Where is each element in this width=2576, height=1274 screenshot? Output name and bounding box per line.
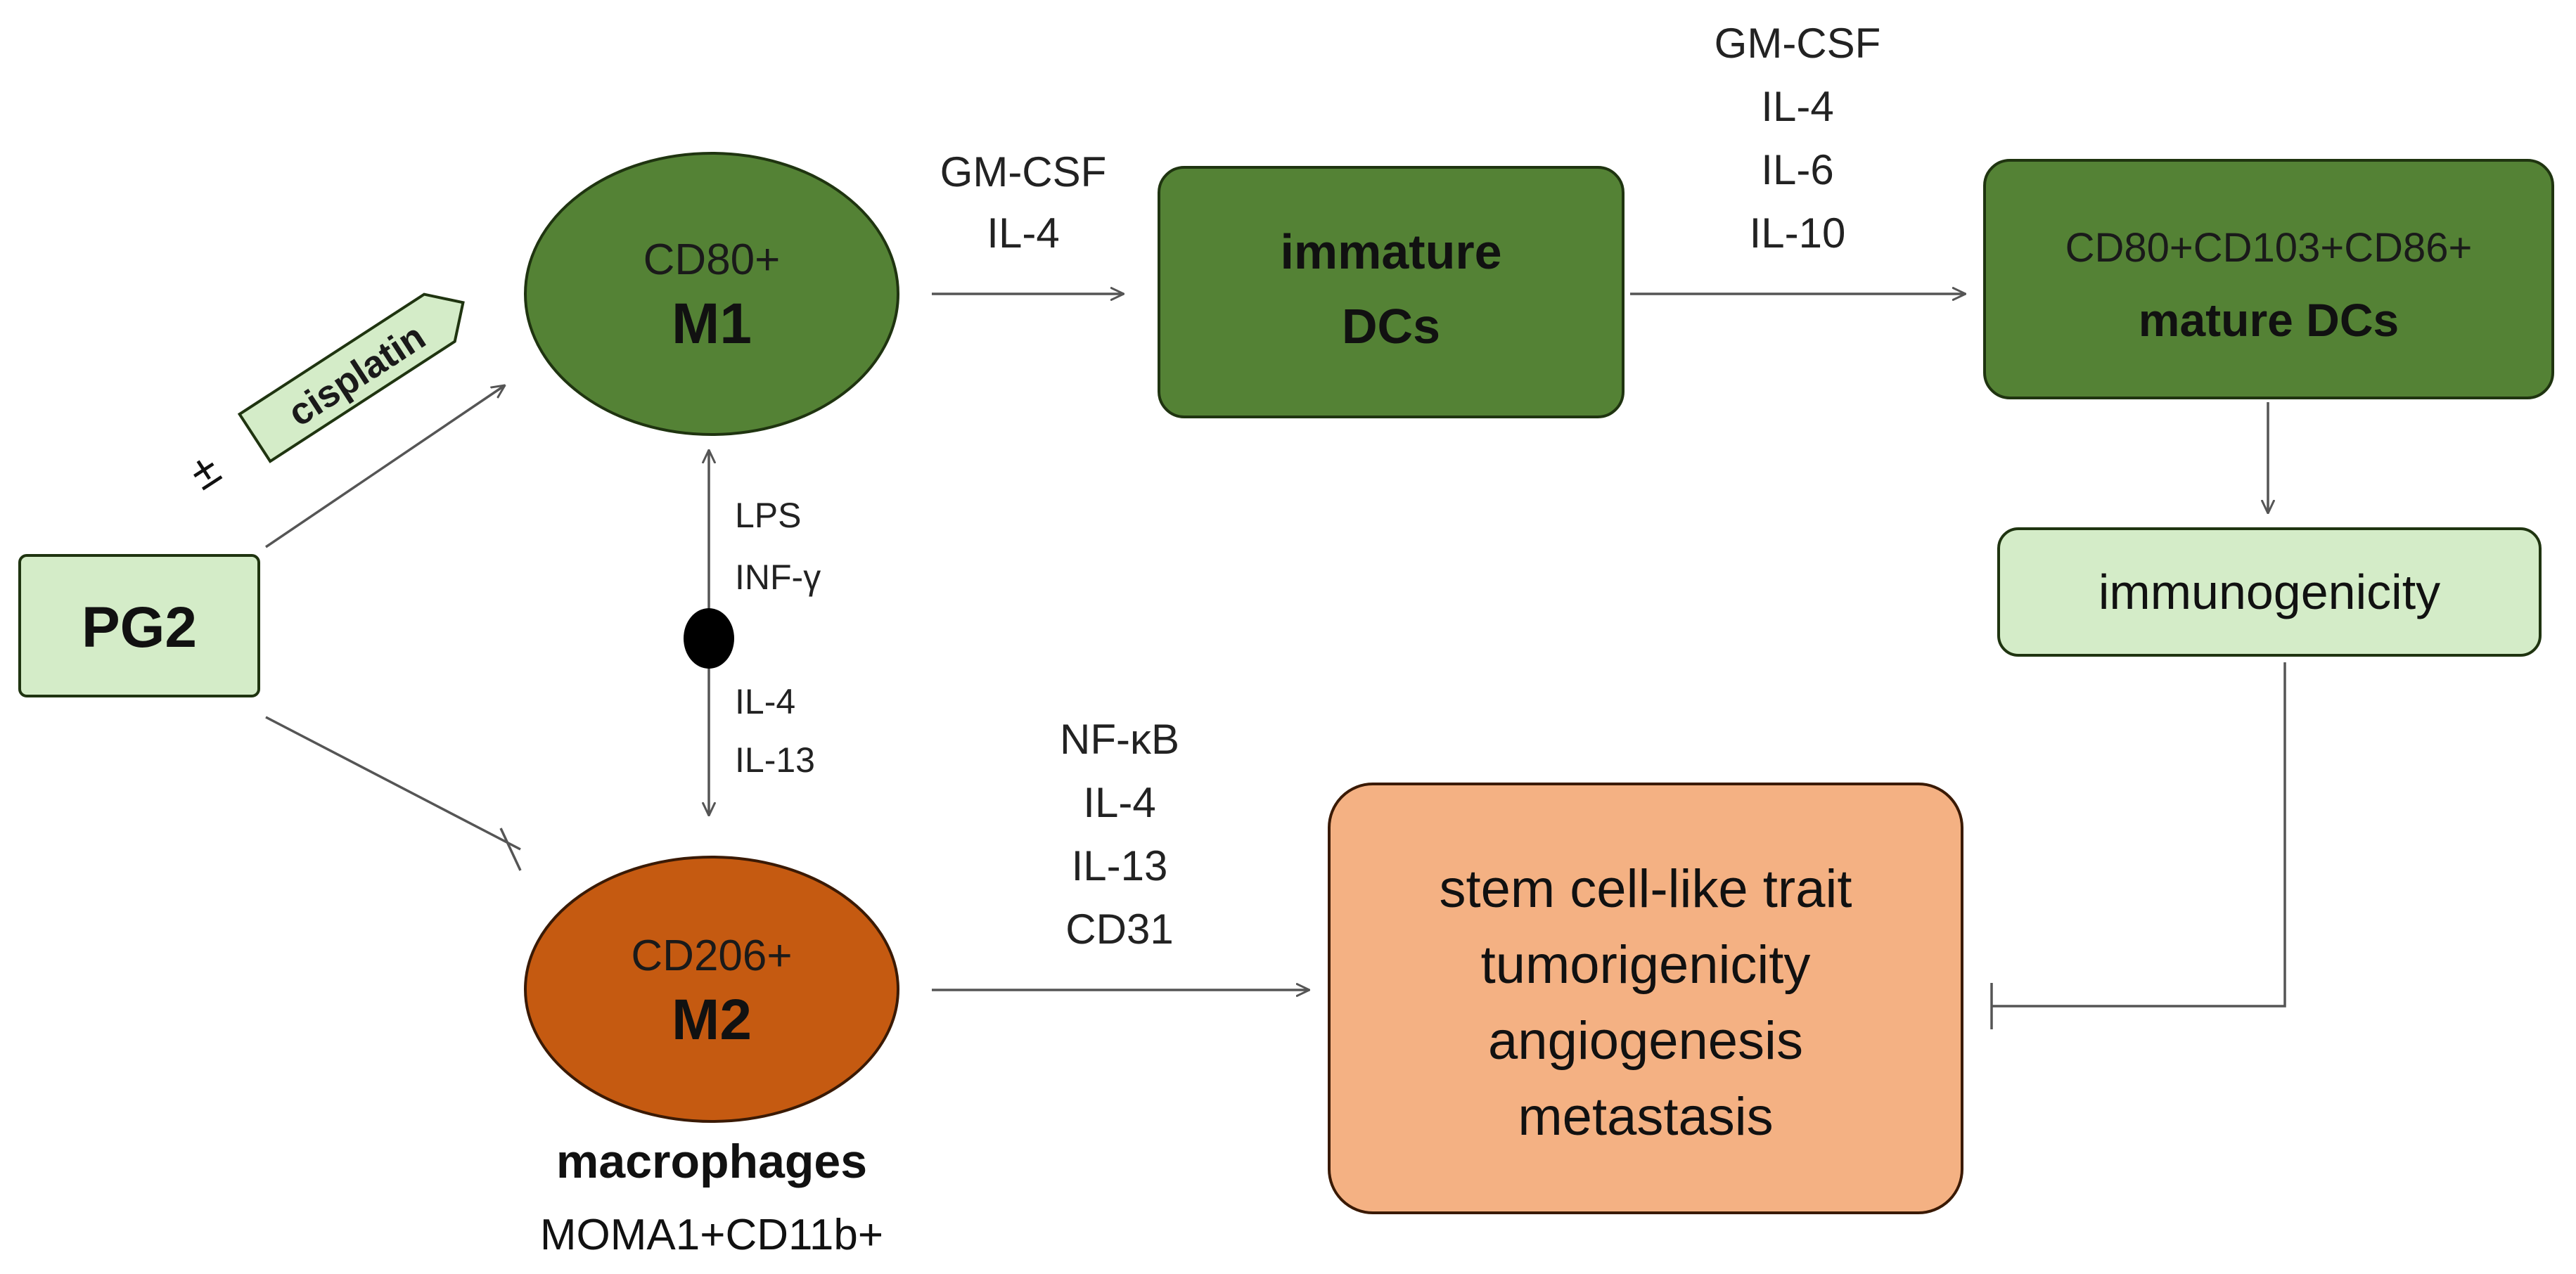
m1-name: M1 bbox=[672, 292, 752, 356]
m1-idc-label-1: IL-4 bbox=[987, 210, 1059, 257]
idc-mdc-label-2: IL-6 bbox=[1761, 146, 1833, 193]
immature-dcs-line2: DCs bbox=[1342, 299, 1440, 354]
outcomes-box bbox=[1328, 783, 1963, 1214]
macrophages-title: macrophages bbox=[556, 1135, 867, 1188]
m1-ellipse bbox=[524, 152, 899, 436]
immature-dcs-line1: immature bbox=[1280, 224, 1501, 279]
plus-minus-sign: ± bbox=[179, 442, 229, 500]
immunogenicity-label: immunogenicity bbox=[2098, 565, 2440, 619]
immunogenicity-box bbox=[1997, 527, 2542, 657]
cisplatin-tag-shape bbox=[237, 292, 465, 463]
pg2-to-m1-arrow bbox=[265, 385, 505, 548]
m2-outcome-label-2: IL-13 bbox=[1072, 842, 1168, 889]
pg2-inhibits-m2-bar bbox=[499, 828, 522, 871]
m2-outcome-label-1: IL-4 bbox=[1083, 779, 1155, 826]
outcome-angiogenesis: angiogenesis bbox=[1488, 1011, 1803, 1071]
idc-mdc-label-1: IL-4 bbox=[1761, 83, 1833, 130]
m2-name: M2 bbox=[672, 988, 752, 1052]
to-m2-label-0: IL-4 bbox=[735, 682, 795, 721]
pg2-label: PG2 bbox=[82, 596, 197, 659]
m1-idc-label-0: GM-CSF bbox=[940, 148, 1107, 195]
to-m1-label-0: LPS bbox=[735, 496, 802, 535]
mature-dcs-box bbox=[1983, 159, 2554, 399]
m2-marker: CD206+ bbox=[631, 932, 792, 980]
immunogenicity-inhibits-outcomes-line bbox=[1992, 662, 2286, 1008]
outcome-metastasis: metastasis bbox=[1518, 1087, 1773, 1147]
mature-dcs-marker: CD80+CD103+CD86+ bbox=[2065, 225, 2473, 271]
m2-outcome-label-0: NF-κB bbox=[1060, 716, 1179, 763]
m2-ellipse bbox=[524, 856, 899, 1123]
to-m2-label-1: IL-13 bbox=[735, 740, 815, 780]
pg2-inhibits-m2-line bbox=[265, 716, 521, 851]
macrophages-markers: MOMA1+CD11b+ bbox=[540, 1211, 883, 1259]
m2-outcome-label-3: CD31 bbox=[1065, 906, 1173, 953]
polarization-dot bbox=[684, 608, 734, 669]
to-m1-label-1: INF-γ bbox=[735, 558, 821, 597]
m1-marker: CD80+ bbox=[643, 236, 781, 284]
immature-dcs-box bbox=[1158, 166, 1625, 418]
idc-mdc-label-3: IL-10 bbox=[1750, 210, 1846, 257]
pg2-box bbox=[18, 554, 260, 697]
idc-mdc-label-0: GM-CSF bbox=[1715, 20, 1881, 67]
mature-dcs-name: mature DCs bbox=[2139, 294, 2399, 346]
outcome-tumorigenicity: tumorigenicity bbox=[1481, 935, 1811, 995]
outcome-stem-cell: stem cell-like trait bbox=[1440, 859, 1852, 919]
cisplatin-tag: cisplatin bbox=[237, 292, 465, 463]
